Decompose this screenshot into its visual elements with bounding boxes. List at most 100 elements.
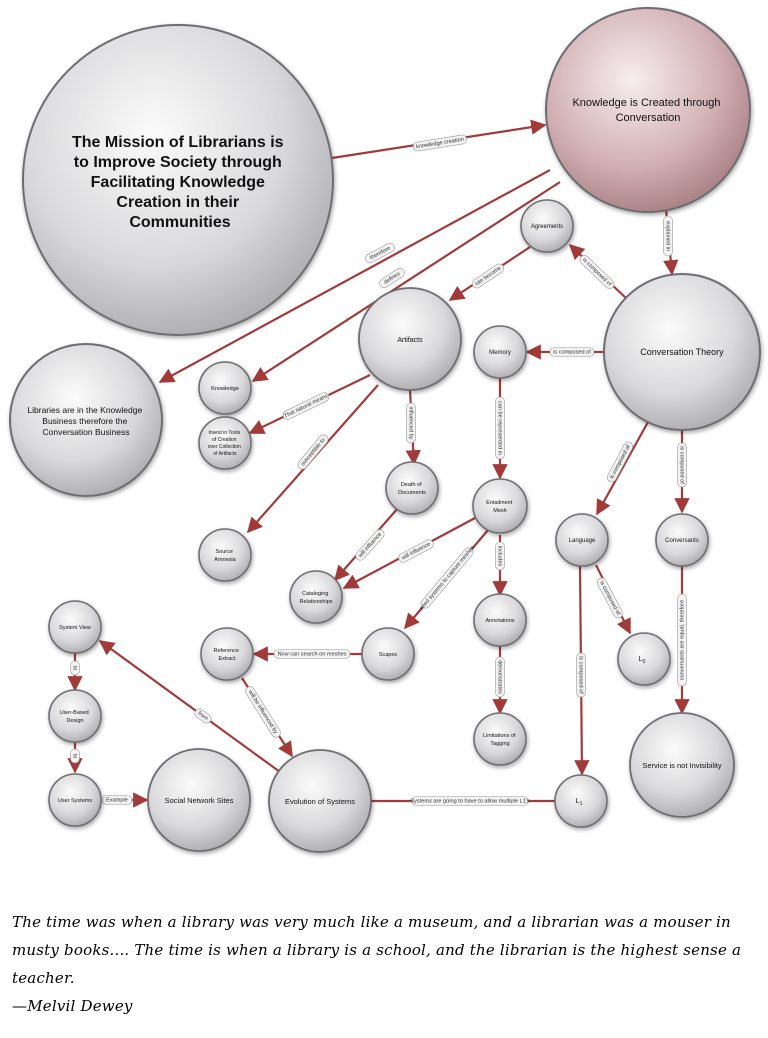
svg-text:User Systems: User Systems <box>58 798 92 804</box>
svg-text:demonstrates: demonstrates <box>497 660 503 694</box>
dewey-quote: The time was when a library was very muc… <box>12 908 762 1020</box>
edge-label-influenced-by: influenced by <box>406 402 416 444</box>
edge-label-from: from <box>194 708 212 724</box>
edge-evolution-systemview <box>98 640 281 773</box>
svg-text:influenced by: influenced by <box>408 407 414 440</box>
svg-text:Language: Language <box>569 538 596 544</box>
svg-text:includes: includes <box>497 546 503 567</box>
svg-text:Annotations: Annotations <box>485 618 514 624</box>
svg-text:will influence: will influence <box>357 532 383 560</box>
svg-text:Systems are going to have to a: Systems are going to have to allow multi… <box>410 798 529 804</box>
edge-label-to-2: to <box>70 748 80 764</box>
svg-text:need systems to capture meshes: need systems to capture meshes <box>419 545 476 612</box>
svg-text:susceptible to: susceptible to <box>300 437 327 467</box>
edge-label-can-become: can become <box>472 263 504 289</box>
node-l0: L0 <box>617 632 671 686</box>
svg-text:Now can search on meshes: Now can search on meshes <box>277 651 346 657</box>
edge-knowledge-libraries <box>158 169 551 383</box>
edge-label-language-composed: is composed of <box>606 441 634 483</box>
quote-text: The time was when a library was very muc… <box>12 913 742 987</box>
svg-text:Entailment Mesh: Entailment Mesh <box>486 500 514 514</box>
svg-text:Agreements: Agreements <box>531 224 563 230</box>
node-l1: L1 <box>554 774 608 828</box>
node-entailment-mesh: Entailment Mesh <box>472 478 528 534</box>
svg-text:is composed of: is composed of <box>581 257 613 288</box>
svg-text:Source Amnesia: Source Amnesia <box>214 549 236 563</box>
svg-text:Social Network Sites: Social Network Sites <box>165 796 234 805</box>
edge-knowledge-knowledge <box>251 181 561 382</box>
svg-text:The Mission of Librarians is: The Mission of Librarians is to Improve … <box>72 134 288 231</box>
svg-text:will be influenced by: will be influenced by <box>246 689 278 736</box>
svg-text:L1: L1 <box>576 798 583 807</box>
svg-text:Scapes: Scapes <box>379 652 398 658</box>
node-death-of-documents: Death of Documents <box>385 461 439 515</box>
edge-label-agreements-composed: is composed of <box>579 255 615 289</box>
svg-text:Artifacts: Artifacts <box>397 337 423 344</box>
edge-label-explained-in: explained in <box>663 215 673 257</box>
node-conversants: Conversants <box>655 513 709 567</box>
svg-text:is composed of: is composed of <box>679 446 685 484</box>
edge-label-conversants-equal: conversants are equal, therefore <box>677 593 687 687</box>
svg-text:Limitations of Tagging: Limitations of Tagging <box>483 733 517 747</box>
node-annotations: Annotations <box>473 593 527 647</box>
edge-label-now-can-search: Now can search on meshes <box>273 649 351 659</box>
svg-text:can be represented in: can be represented in <box>497 401 503 455</box>
edge-label-demonstrates: demonstrates <box>495 656 505 698</box>
concept-map: knowledge creation therefore defines exp… <box>9 7 761 853</box>
node-limitations-tagging: Limitations of Tagging <box>473 712 527 766</box>
edge-label-memory-composed: is composed of <box>549 347 595 357</box>
node-scapes: Scapes <box>361 627 415 681</box>
edge-label-susceptible-to: susceptible to <box>297 434 329 470</box>
node-knowledge: Knowledge <box>198 361 252 415</box>
node-mission: The Mission of Librarians is to Improve … <box>22 24 334 336</box>
svg-text:explained in: explained in <box>665 221 671 251</box>
edge-label-includes: includes <box>495 541 505 571</box>
node-evolution: Evolution of Systems <box>268 749 372 853</box>
svg-text:Invest in Tools of Cre: Invest in Tools of Creation over Collect… <box>208 430 242 457</box>
edge-label-l1-composed: is composed of <box>576 652 586 698</box>
svg-text:is composed of: is composed of <box>609 444 632 480</box>
quote-author: —Melvil Dewey <box>12 997 133 1015</box>
svg-text:is composed of: is composed of <box>598 580 621 616</box>
svg-text:Conversants: Conversants <box>665 538 699 544</box>
svg-text:Memory: Memory <box>489 350 511 356</box>
edge-label-will-influence-2: will influence <box>398 539 434 563</box>
svg-text:Knowledge: Knowledge <box>211 386 239 392</box>
svg-text:L0: L0 <box>639 656 646 665</box>
edge-conversation-language <box>596 421 649 516</box>
edge-label-knowledge-creation: knowledge creation <box>412 134 468 152</box>
node-user-based-design: User-Based Design <box>48 689 102 743</box>
node-service: Service is not Invisibility <box>629 712 735 818</box>
edge-label-example: Example <box>101 795 133 805</box>
svg-text:to: to <box>72 666 78 671</box>
node-language: Language <box>555 513 609 567</box>
node-artifacts: Artifacts <box>358 287 462 391</box>
node-system-view: System View <box>48 600 102 654</box>
svg-text:can become: can become <box>474 265 503 287</box>
node-invest: Invest in Tools of Creation over Collect… <box>198 416 252 470</box>
svg-text:Example: Example <box>106 797 128 803</box>
edge-label-therefore: therefore <box>365 242 395 264</box>
edge-label-will-influence-1: will influence <box>355 529 385 561</box>
edge-label-to-1: to <box>70 660 80 676</box>
edge-label-l0-composed: is composed of <box>596 577 624 619</box>
svg-text:Death of Documents: Death of Documents <box>398 482 426 496</box>
svg-text:Libraries are in the Knowledge: Libraries are in the Knowledge Business … <box>27 405 144 437</box>
edge-label-systems-going: Systems are going to have to allow multi… <box>410 796 530 806</box>
edge-label-that-natural-means: That natural means <box>282 392 329 420</box>
node-cataloging: Cataloging Relationships <box>289 570 343 624</box>
svg-text:Cataloging Relationshi: Cataloging Relationships <box>299 591 332 605</box>
edge-label-will-be-influenced: will be influenced by <box>245 686 281 738</box>
svg-text:is composed of: is composed of <box>578 656 584 694</box>
edge-label-defines: defines <box>379 268 405 288</box>
node-social-network: Social Network Sites <box>147 748 251 852</box>
svg-text:to: to <box>72 754 78 759</box>
svg-text:Knowledge is Created through: Knowledge is Created through Conversatio… <box>572 97 723 124</box>
svg-text:from: from <box>196 711 209 723</box>
node-conversation-theory: Conversation Theory <box>603 273 761 431</box>
svg-text:conversants are equal, therefo: conversants are equal, therefore <box>679 600 685 681</box>
svg-text:That natural means: That natural means <box>283 393 329 420</box>
edge-label-conversants-composed: is composed of <box>677 442 687 488</box>
svg-text:is composed of: is composed of <box>553 349 591 355</box>
node-source-amnesia: Source Amnesia <box>198 528 252 582</box>
